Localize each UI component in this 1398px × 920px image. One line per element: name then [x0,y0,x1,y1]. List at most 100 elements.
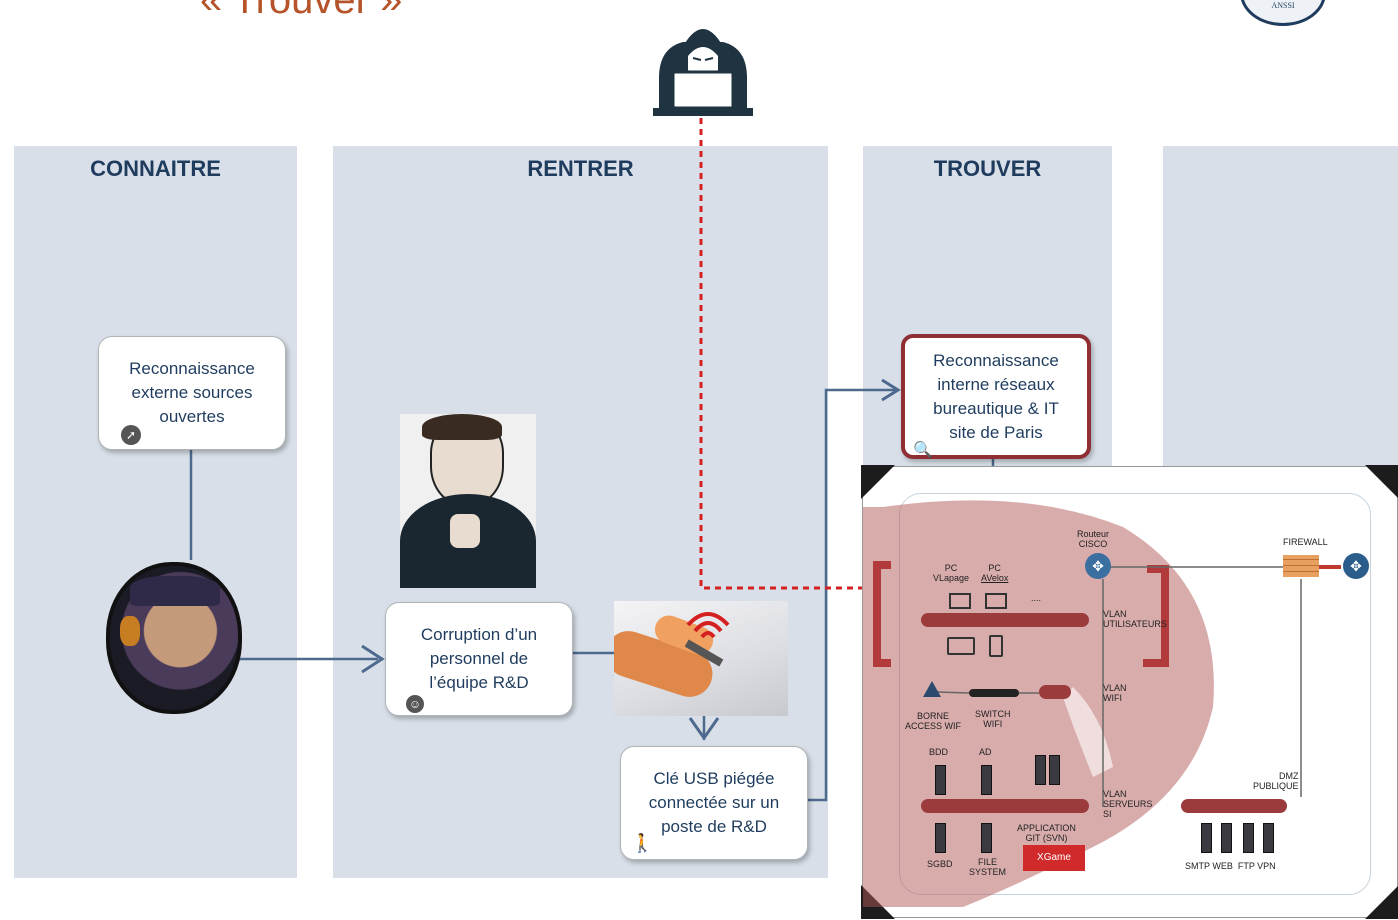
borne-label-2: ACCESS WIF [905,721,962,731]
vlan-wifi-label: VLAN WIFI [1103,683,1127,703]
pc1-label-2: VLapage [933,573,970,583]
pc2-label: PC AVelox [981,563,1008,583]
laptop-icon-1 [949,593,971,609]
bus-wifi [1039,685,1071,699]
bus-servers [921,799,1089,813]
file-system-label-1: FILE [978,857,998,867]
server-sgbd [935,823,946,853]
sgbd-label: SGBD [927,859,953,869]
cle-usb-line3: poste de R&D [661,817,767,836]
borne-label: BORNE ACCESS WIF [905,711,961,731]
anssi-logo: ANSSI [1240,0,1326,26]
vlan-serveurs-label-3: SI [1103,809,1112,819]
application-label: APPLICATION GIT (SVN) [1017,823,1076,843]
cle-usb-box: Clé USB piégée connectée sur un poste de… [620,746,808,860]
network-diagram: ✥ ✥ Routeur CISCO FIREWALL PC VLapage PC… [861,465,1398,919]
dmz-servers-label: SMTP WEB FTP VPN [1185,861,1276,871]
server-bdd [935,765,946,795]
magnifier-icon: 🔍 [913,442,933,459]
laptop-icon-2 [985,593,1007,609]
lane-trouver-heading: TROUVER [933,156,1042,181]
corruption-line3: l’équipe R&D [429,673,529,692]
reco-interne-line1: Reconnaissance [933,350,1059,370]
pc2-label-1: PC [988,563,1001,573]
phone-icon [989,635,1003,657]
vlan-users-label-2: UTILISATEURS [1103,619,1167,629]
xgame-badge: XGame [1023,845,1085,871]
vlan-serveurs-label-2: SERVEURS [1103,799,1153,809]
switch-label-2: WIFI [983,719,1003,729]
server-vpn [1263,823,1274,853]
vlan-users-label: VLAN UTILISATEURS [1103,609,1167,629]
lane-connaitre: CONNAITRE [14,146,297,878]
application-label-2: GIT (SVN) [1025,833,1068,843]
bdd-label: BDD [929,747,949,757]
reco-externe-line1: Reconnaissance [129,359,255,378]
bus-users [921,613,1089,627]
server-web [1221,823,1232,853]
vlan-serveurs-label: VLAN SERVEURS SI [1103,789,1152,819]
switch-label-1: SWITCH [975,709,1011,719]
corruption-line2: personnel de [429,649,529,668]
access-point-icon [923,681,941,697]
routeur-label-2: CISCO [1078,539,1108,549]
corruption-box: Corruption d’un personnel de l’équipe R&… [385,602,573,716]
pc1-label-1: PC [944,563,958,573]
server-smtp [1201,823,1212,853]
lane-connaitre-heading: CONNAITRE [90,156,221,181]
wifi-icon [686,612,730,639]
bus-dmz [1181,799,1287,813]
file-system-label: FILE SYSTEM [969,857,1006,877]
vlan-users-label-1: VLAN [1103,609,1127,619]
reco-externe-line3: ouvertes [159,407,225,426]
dmz-label: DMZ PUBLIQUE [1253,771,1299,791]
pc1-label: PC VLapage [933,563,969,583]
compass-icon: ➚ [121,425,141,445]
smile-icon: ☺ [406,695,424,713]
network-lines [936,565,1341,807]
reco-externe-box: Reconnaissance externe sources ouvertes … [98,336,286,450]
hacker-icon [653,29,753,116]
reco-interne-line4: site de Paris [949,422,1043,442]
router-icon: ✥ [1085,553,1111,579]
server-ftp [1243,823,1254,853]
printer-icon [947,637,975,655]
slide-title: « Trouver » [200,0,403,22]
firewall-icon [1283,555,1319,577]
reco-interne-line3: bureautique & IT [933,398,1059,418]
borne-label-1: BORNE [917,711,950,721]
dots-label: .... [1031,593,1042,603]
routeur-label-1: Routeur [1077,529,1110,539]
server-file [981,823,992,853]
application-label-1: APPLICATION [1017,823,1076,833]
vlan-wifi-label-2: WIFI [1103,693,1122,703]
file-system-label-2: SYSTEM [969,867,1007,877]
cle-usb-line1: Clé USB piégée [653,769,775,788]
firewall-label: FIREWALL [1283,537,1328,547]
corruption-line1: Corruption d’un [420,625,538,644]
server-app-2 [1049,755,1060,785]
dmz-label-2: PUBLIQUE [1253,781,1299,791]
anssi-logo-text: ANSSI [1271,1,1295,10]
walking-person-icon: 🚶 [631,833,654,853]
vlan-serveurs-label-1: VLAN [1103,789,1127,799]
reco-interne-line2: interne réseaux [937,374,1055,394]
ad-label: AD [979,747,992,757]
employee-illustration [400,414,536,588]
usb-photo [614,601,788,716]
internet-router-icon: ✥ [1343,553,1369,579]
attacker-avatar [106,562,242,714]
reco-interne-box: Reconnaissance interne réseaux bureautiq… [901,334,1091,459]
vlan-wifi-label-1: VLAN [1103,683,1127,693]
server-ad [981,765,992,795]
switch-wifi [969,689,1019,697]
switch-label: SWITCH WIFI [975,709,1011,729]
reco-externe-line2: externe sources [131,383,253,402]
cle-usb-line2: connectée sur un [648,793,780,812]
pc2-label-2: AVelox [981,573,1009,583]
dmz-label-1: DMZ [1279,771,1299,781]
lane-rentrer-heading: RENTRER [527,156,634,181]
server-app-1 [1035,755,1046,785]
routeur-label: Routeur CISCO [1077,529,1109,549]
red-brackets [873,561,1169,667]
